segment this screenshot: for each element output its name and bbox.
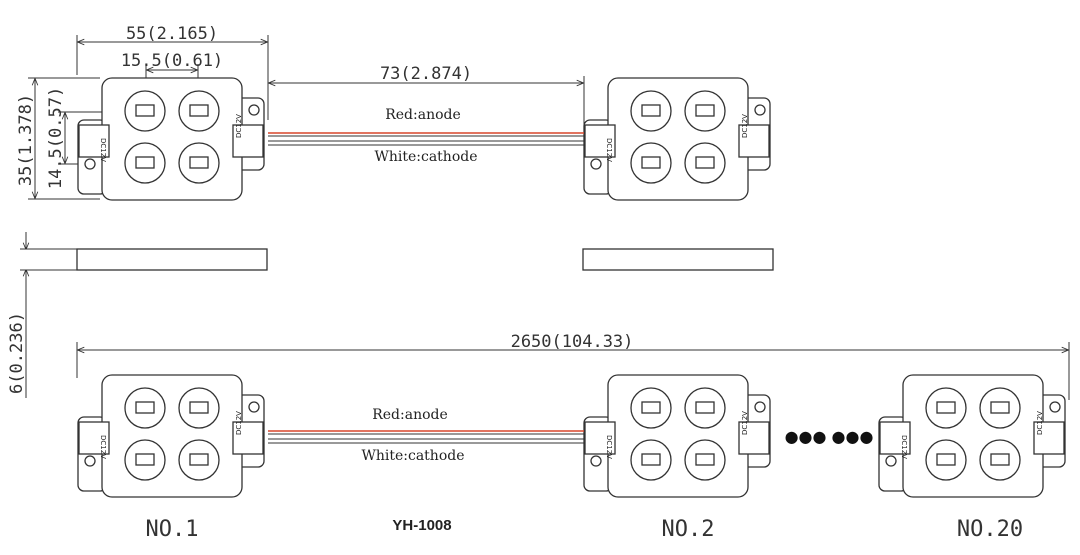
dim-total-length-label: 2650(104.33) (511, 332, 634, 352)
side-view-module-2 (582, 248, 774, 271)
terminal-labels-top-1: DC12V DC12V DC12V DC12V (99, 114, 749, 162)
svg-text:DC12V: DC12V (605, 435, 613, 459)
label-no2: NO.2 (662, 517, 715, 542)
label-no20: NO.20 (957, 517, 1023, 542)
svg-text:DC12V: DC12V (235, 114, 243, 138)
svg-text:DC12V: DC12V (900, 435, 908, 459)
dim-inner-height-label: 14.5(0.57) (46, 87, 66, 189)
dim-pitch-label: 15.5(0.61) (121, 51, 223, 71)
svg-text:DC12V: DC12V (1036, 411, 1044, 435)
anode-label-string: Red:anode (372, 407, 448, 423)
cathode-label-string: White:cathode (361, 448, 464, 464)
ellipsis-dots: ●●● ●●● (785, 427, 874, 446)
svg-text:DC12V: DC12V (741, 411, 749, 435)
svg-text:DC12V: DC12V (99, 435, 107, 459)
dim-spacing-label: 73(2.874) (380, 64, 472, 84)
dim-thickness-label: 6(0.236) (7, 312, 27, 394)
model-label: YH-1008 (392, 517, 451, 534)
svg-text:DC12V: DC12V (99, 138, 107, 162)
svg-text:DC12V: DC12V (605, 138, 613, 162)
svg-text:DC12V: DC12V (235, 411, 243, 435)
dim-width-label: 55(2.165) (126, 24, 218, 44)
terminal-labels-string: DC12V DC12V DC12V DC12V DC12V DC12V (99, 411, 1044, 459)
label-no1: NO.1 (146, 517, 199, 542)
cathode-label-top: White:cathode (374, 149, 477, 165)
dim-height-label: 35(1.378) (16, 94, 36, 186)
anode-label-top: Red:anode (385, 107, 461, 123)
svg-text:DC12V: DC12V (741, 114, 749, 138)
side-view-module-1 (76, 248, 268, 271)
